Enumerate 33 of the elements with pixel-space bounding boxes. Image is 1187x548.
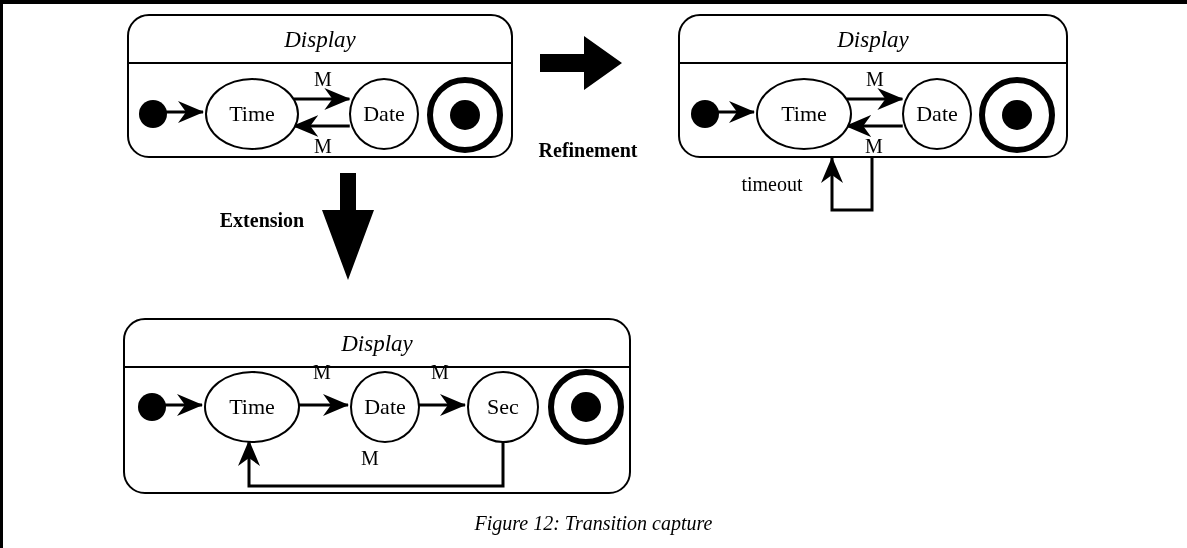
state-name: Time (781, 103, 827, 125)
transition-arrow (298, 394, 349, 416)
edge-label: Refinement (538, 139, 638, 161)
figure-caption: Figure 12: Transition capture (474, 513, 713, 533)
edge-label: M (314, 135, 332, 157)
edge-label: Extension (219, 209, 305, 231)
state-name: Time (229, 103, 275, 125)
state-name: Sec (487, 396, 519, 418)
state-name: Date (364, 396, 406, 418)
transition-arrow (821, 157, 874, 212)
state-name: Date (916, 103, 958, 125)
state-title: Display (284, 27, 356, 51)
state-title: Display (341, 331, 413, 355)
state-container (678, 14, 1068, 158)
transition-arrow (165, 101, 204, 123)
transition-arrow (238, 440, 505, 488)
state-container (127, 14, 513, 158)
transition-arrow (846, 88, 904, 110)
block-arrow (540, 36, 622, 90)
edge-label: M (866, 68, 884, 90)
edge-label: M (314, 68, 332, 90)
transition-arrow (717, 101, 755, 123)
transition-arrow (164, 394, 203, 416)
transition-arrow (293, 88, 351, 110)
state-title: Display (837, 27, 909, 51)
edge-label: M (865, 135, 883, 157)
state-name: Date (363, 103, 405, 125)
state-name: Time (229, 396, 275, 418)
block-arrow (322, 173, 374, 280)
edge-label: M (361, 447, 379, 469)
state-container (123, 318, 631, 494)
transition-arrow (418, 394, 466, 416)
edge-label: timeout (741, 173, 803, 195)
